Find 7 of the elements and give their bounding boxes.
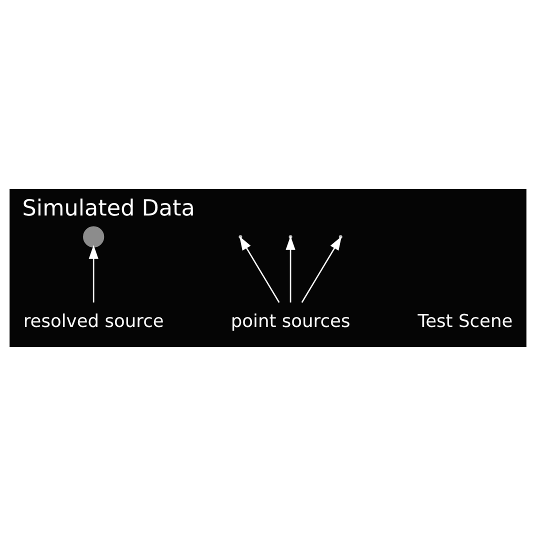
node-text: point sources (230, 310, 350, 332)
arrow (301, 236, 342, 302)
node-text: resolved source (23, 310, 164, 332)
label: Test Scene (418, 310, 513, 332)
arrow (88, 244, 98, 302)
node-circle (83, 226, 104, 247)
diagram-title: Simulated Data (22, 195, 195, 222)
